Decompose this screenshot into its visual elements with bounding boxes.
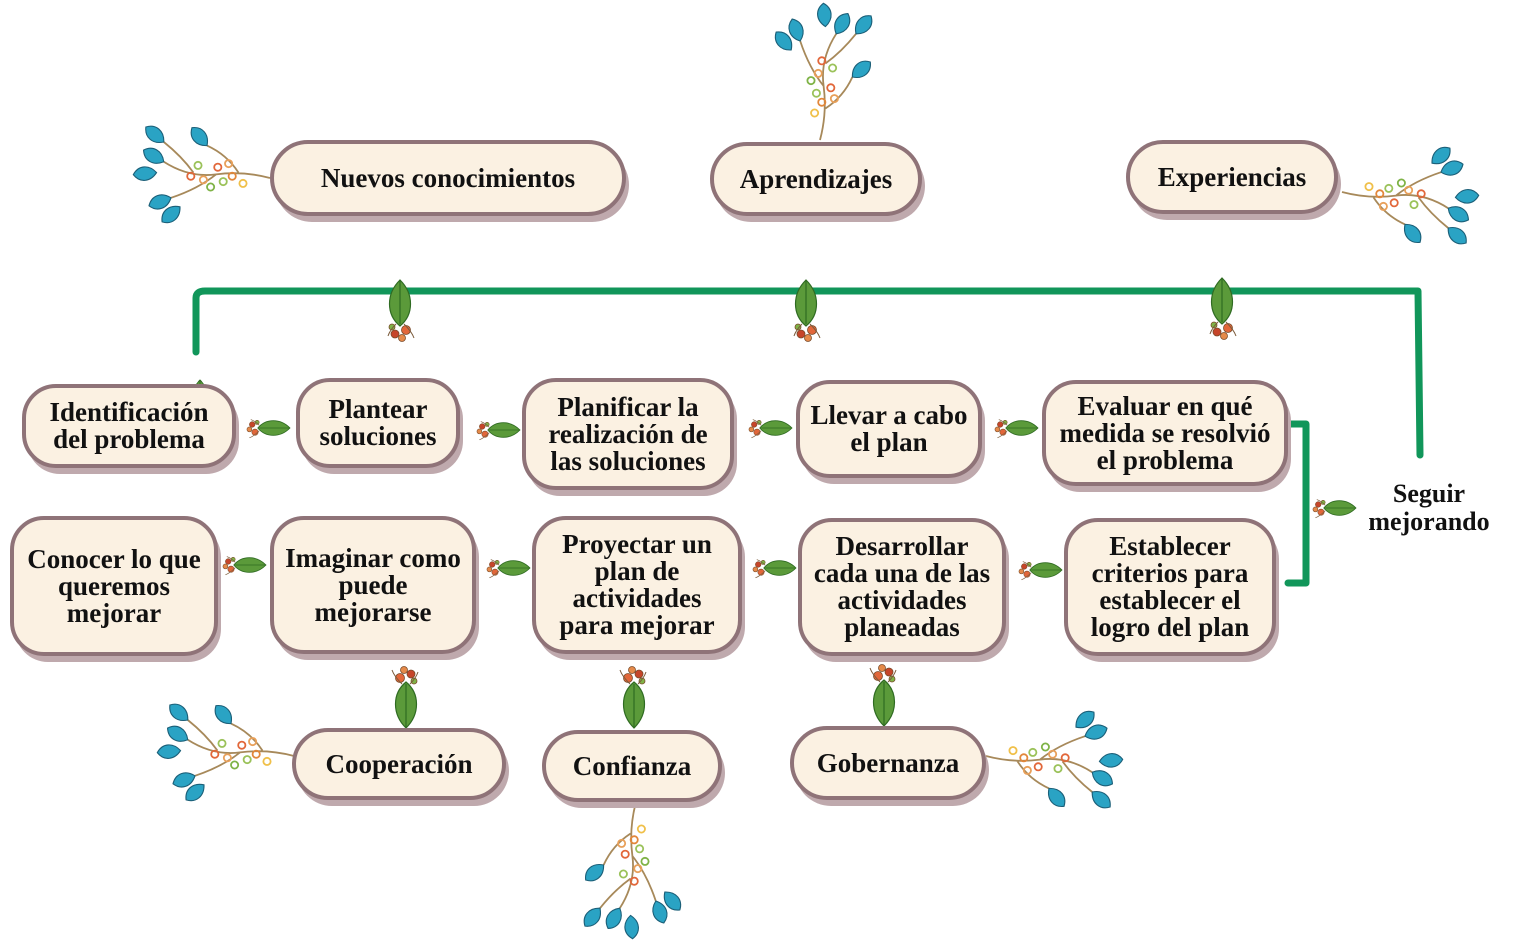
leaf-sprig-icon: [1018, 561, 1063, 581]
concept-label: Experiencias: [1157, 161, 1307, 192]
step-identificacion: Identificación del problema: [22, 384, 236, 468]
step-planificar: Planificar la realización de las solucio…: [522, 378, 734, 490]
feedback-bracket: [1284, 420, 1310, 587]
step-conocer: Conocer lo que queremos mejorar: [10, 516, 218, 656]
leaf-sprig-icon: [222, 556, 267, 576]
step-label: Establecer criterios para establecer el …: [1090, 531, 1250, 642]
step-label: Llevar a cabo el plan: [810, 400, 968, 457]
step-label: Desarrollar cada una de las actividades …: [813, 531, 991, 642]
leaf-sprig-icon: [391, 666, 419, 729]
concept-experiencias: Experiencias: [1126, 140, 1338, 214]
value-label: Confianza: [572, 750, 692, 781]
value-gobernanza: Gobernanza: [790, 726, 986, 800]
value-label: Cooperación: [325, 748, 473, 779]
step-label: Identificación del problema: [49, 397, 209, 454]
leaf-sprig-icon: [1209, 277, 1237, 340]
berry-branch-icon: [583, 801, 682, 940]
step-proyectar: Proyectar un plan de actividades para me…: [532, 516, 742, 654]
concept-aprendizajes: Aprendizajes: [710, 142, 922, 216]
step-llevar: Llevar a cabo el plan: [796, 380, 982, 478]
leaf-sprig-icon: [793, 279, 821, 342]
step-label: Evaluar en qué medida se resolvió el pro…: [1059, 390, 1271, 475]
leaf-sprig-icon: [476, 421, 521, 441]
leaf-sprig-icon: [486, 559, 531, 579]
leaf-sprig-icon: [1312, 499, 1357, 519]
leaf-sprig-icon: [387, 279, 415, 342]
leaf-sprig-icon: [748, 419, 793, 439]
step-imaginar: Imaginar como puede mejorarse: [270, 516, 476, 654]
value-confianza: Confianza: [542, 730, 722, 802]
step-label: Imaginar como puede mejorarse: [285, 542, 461, 627]
leaf-sprig-icon: [246, 419, 291, 439]
berry-branch-icon: [132, 125, 271, 224]
loop-label: Seguir mejorando: [1368, 479, 1490, 536]
step-label: Conocer lo que queremos mejorar: [27, 543, 201, 628]
value-label: Gobernanza: [816, 747, 960, 778]
berry-branch-icon: [1341, 146, 1480, 245]
concept-label: Aprendizajes: [739, 163, 893, 194]
step-plantear: Plantear soluciones: [296, 378, 460, 468]
step-desarrollar: Desarrollar cada una de las actividades …: [798, 518, 1006, 656]
berry-branch-icon: [156, 703, 295, 802]
step-evaluar: Evaluar en qué medida se resolvió el pro…: [1042, 380, 1288, 486]
step-label: Plantear soluciones: [319, 394, 437, 451]
step-establecer: Establecer criterios para establecer el …: [1064, 518, 1276, 656]
value-cooperacion: Cooperación: [292, 728, 506, 800]
step-label: Planificar la realización de las solucio…: [548, 391, 708, 476]
leaf-sprig-icon: [994, 419, 1039, 439]
leaf-sprig-icon: [619, 666, 647, 729]
leaf-sprig-icon: [752, 559, 797, 579]
loop-connector: [192, 287, 1424, 459]
concept-label: Nuevos conocimientos: [320, 162, 576, 193]
berry-branch-icon: [774, 2, 873, 141]
step-label: Proyectar un plan de actividades para me…: [559, 529, 715, 640]
leaf-sprig-icon: [869, 664, 897, 727]
berry-branch-icon: [985, 710, 1124, 809]
concept-nuevos-conocimientos: Nuevos conocimientos: [270, 140, 626, 216]
